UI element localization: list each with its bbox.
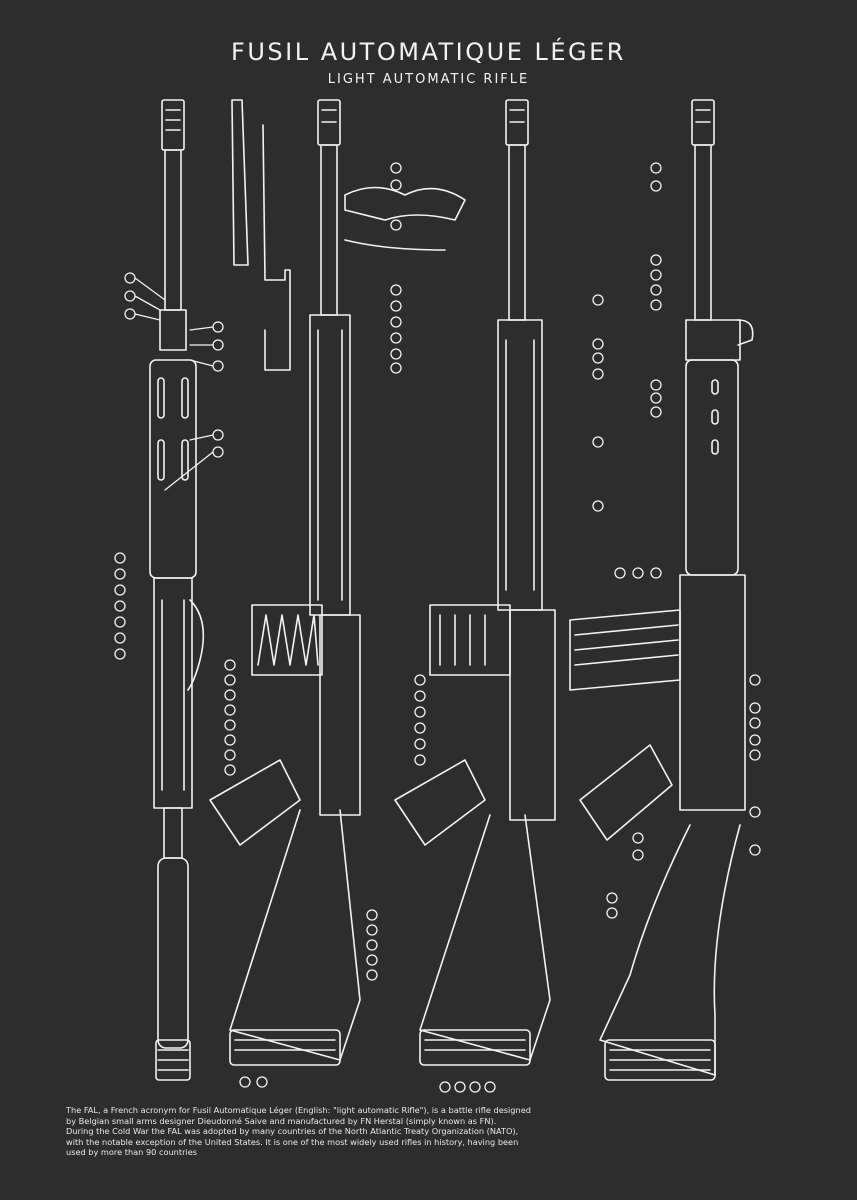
rifle-view-2 (209, 99, 466, 1066)
poster-title: FUSIL AUTOMATIQUE LÉGER (231, 38, 626, 66)
rifle-view-3 (394, 99, 556, 1066)
rifle-view-1 (149, 99, 205, 1081)
poster-subtitle: LIGHT AUTOMATIC RIFLE (327, 72, 530, 87)
rifle-view-4 (569, 99, 754, 1081)
description-caption: The FAL, a French acronym for Fusil Auto… (66, 1105, 536, 1158)
caption-paragraph-2: During the Cold War the FAL was adopted … (66, 1126, 519, 1157)
caption-paragraph-1: The FAL, a French acronym for Fusil Auto… (66, 1105, 531, 1126)
callout-markers (114, 162, 761, 1093)
